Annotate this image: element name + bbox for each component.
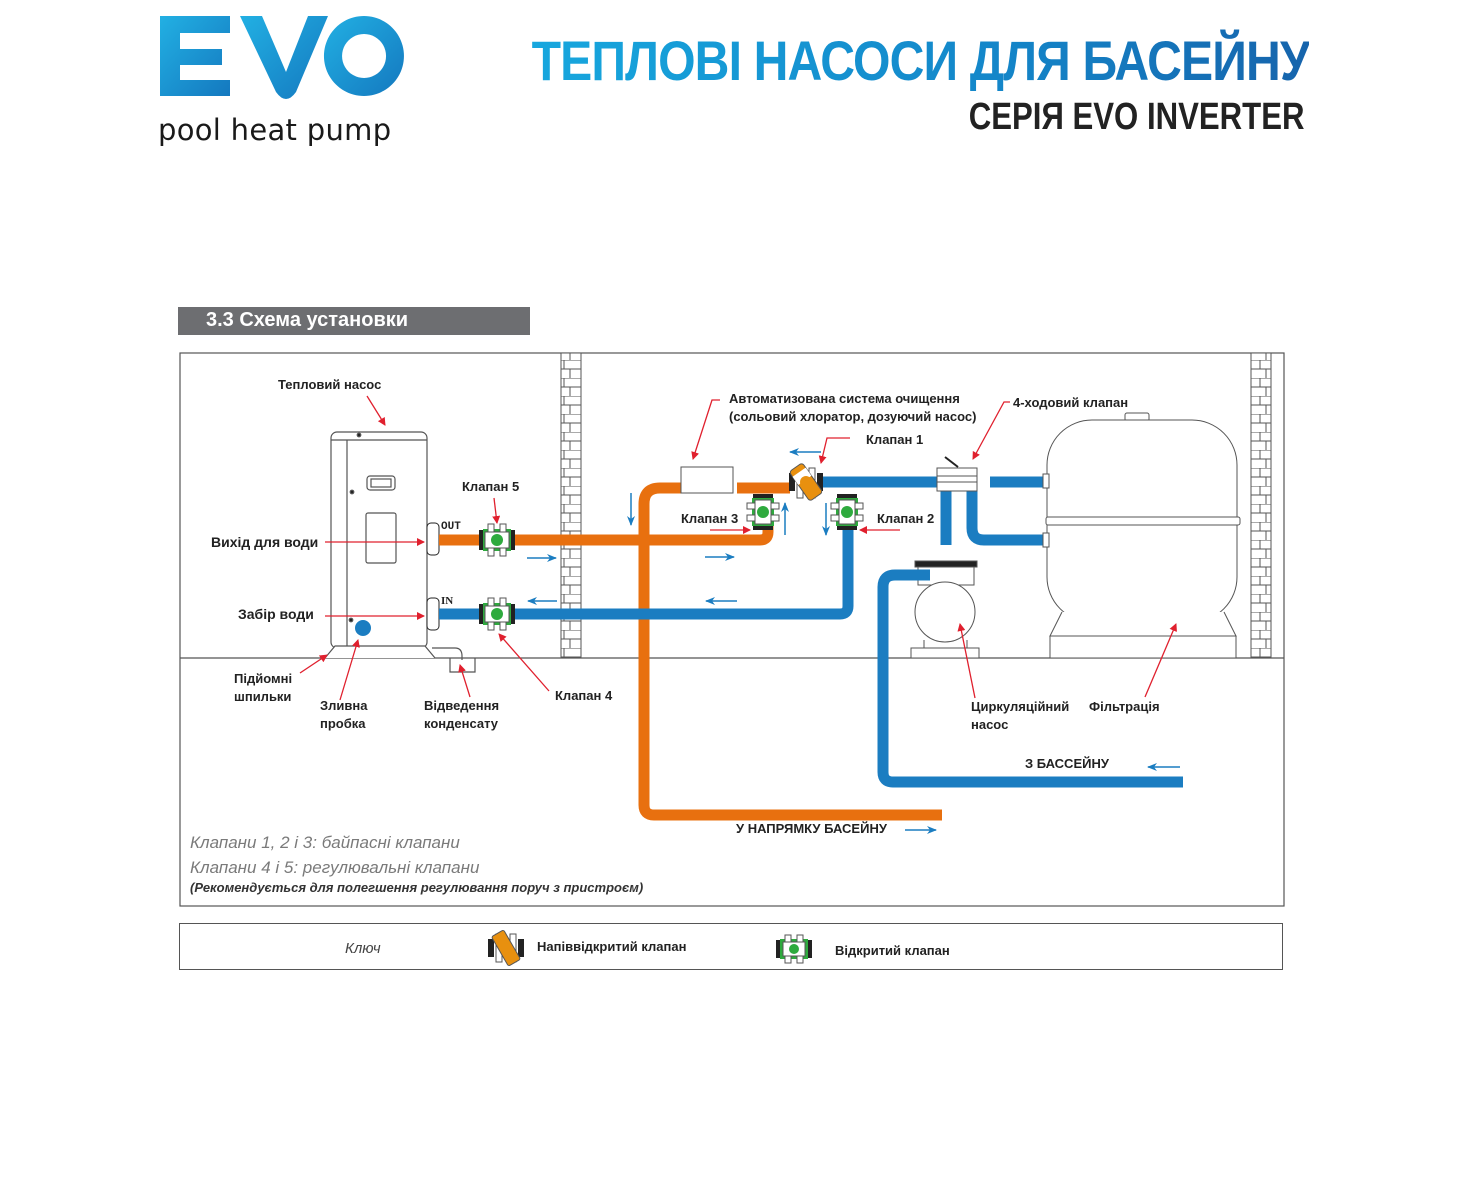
label-lifting-studs: Підйомні шпильки xyxy=(234,670,292,706)
legend-half-open-label: Напіввідкритий клапан xyxy=(537,939,687,954)
label-drain-plug: Зливна пробка xyxy=(320,697,367,733)
label-from-pool: З БАССЕЙНУ xyxy=(1025,756,1109,771)
label-water-outlet: Вихід для води xyxy=(211,534,319,550)
cold-pipe xyxy=(439,476,1183,788)
label-valve-2: Клапан 2 xyxy=(877,511,935,526)
label-valve-1: Клапан 1 xyxy=(866,432,924,447)
label-circulation-pump-line2: насос xyxy=(971,717,1009,732)
valve-5-icon xyxy=(479,523,515,557)
four-way-valve xyxy=(936,456,978,492)
filter-tank xyxy=(1042,412,1241,659)
label-auto-cleaning-line1: Автоматизована система очищення xyxy=(729,391,960,406)
outlet-port xyxy=(426,522,440,556)
page-subtitle: СЕРІЯ EVO INVERTER xyxy=(969,96,1305,138)
inlet-port xyxy=(426,597,440,631)
label-auto-cleaning: Автоматизована система очищення (сольовий… xyxy=(729,390,976,426)
label-water-inlet: Забір води xyxy=(238,606,314,622)
label-lifting-studs-line2: шпильки xyxy=(234,689,292,704)
legend-title: Ключ xyxy=(345,940,381,957)
label-condensate-line2: конденсату xyxy=(424,716,499,731)
brick-wall-left xyxy=(560,352,582,659)
label-circulation-pump-line1: Циркуляційний xyxy=(971,699,1070,714)
logo-subtitle: pool heat pump xyxy=(158,113,392,147)
open-valve-icon xyxy=(776,934,812,964)
label-four-way-valve: 4-ходовий клапан xyxy=(1013,395,1129,410)
diagram-frame xyxy=(179,352,1285,907)
note-regulating-valves: Клапани 4 і 5: регулювальні клапани xyxy=(190,858,480,877)
label-drain-plug-line1: Зливна xyxy=(320,698,368,713)
valve-1-icon xyxy=(789,463,823,501)
valve-2-icon xyxy=(830,494,864,530)
label-filtration: Фільтрація xyxy=(1089,699,1160,714)
flow-arrows xyxy=(527,448,1180,834)
brick-wall-right xyxy=(1250,352,1272,659)
label-heat-pump: Тепловий насос xyxy=(278,377,382,392)
hot-pipe xyxy=(439,482,942,821)
legend-box xyxy=(179,923,1283,970)
label-out-port: OUT xyxy=(441,521,461,533)
label-in-port: IN xyxy=(441,595,454,607)
section-header-bar xyxy=(178,307,530,335)
drain-plug-icon xyxy=(355,620,371,636)
label-valve-3: Клапан 3 xyxy=(681,511,739,526)
note-recommendation: (Рекомендується для полегшення регулюван… xyxy=(190,880,644,895)
label-condensate: Відведення конденсату xyxy=(424,697,499,733)
section-title: 3.3 Схема установки xyxy=(206,309,409,331)
auto-cleaning-unit xyxy=(680,466,734,494)
legend-open-label: Відкритий клапан xyxy=(835,943,950,958)
heat-pump-unit xyxy=(324,431,476,673)
page-title: ТЕПЛОВІ НАСОСИ ДЛЯ БАСЕЙНУ xyxy=(531,29,1310,92)
label-circulation-pump: Циркуляційний насос xyxy=(971,698,1069,734)
valve-4-icon xyxy=(479,597,515,631)
circulation-pump xyxy=(895,560,980,659)
label-auto-cleaning-line2: (сольовий хлоратор, дозуючий насос) xyxy=(729,409,977,424)
label-condensate-line1: Відведення xyxy=(424,698,500,713)
evo-logo xyxy=(160,16,404,99)
label-lifting-studs-line1: Підйомні xyxy=(234,671,293,686)
label-drain-plug-line2: пробка xyxy=(320,716,366,731)
label-valve-4: Клапан 4 xyxy=(555,688,613,703)
label-valve-5: Клапан 5 xyxy=(462,479,520,494)
label-to-pool: У НАПРЯМКУ БАСЕЙНУ xyxy=(736,821,887,836)
pointer-arrows xyxy=(299,395,1177,701)
half-open-valve-icon xyxy=(488,930,524,966)
valve-3-icon xyxy=(746,494,780,530)
note-bypass-valves: Клапани 1, 2 і 3: байпасні клапани xyxy=(190,833,460,852)
